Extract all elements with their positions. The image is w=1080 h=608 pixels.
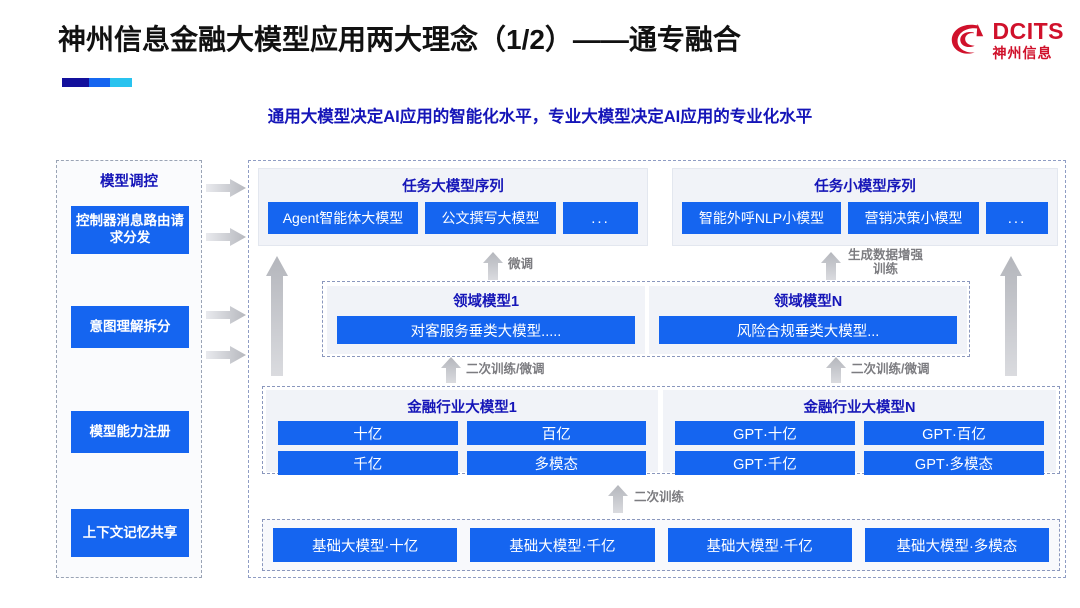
- panel-title-task-small: 任务小模型序列: [814, 179, 916, 195]
- chip-marketing-decision-small-model[interactable]: 营销决策小模型: [848, 202, 979, 234]
- page-title: 神州信息金融大模型应用两大理念（1/2）——通专融合: [58, 24, 741, 55]
- dcits-swirl-icon: [951, 23, 983, 54]
- arrow-label-data-aug-line1: 生成数据增强: [848, 248, 924, 262]
- chip-task-large-more[interactable]: ...: [563, 202, 638, 234]
- arrow-up-retrain-right-icon: [826, 357, 846, 383]
- sidebar-item-capability-registration[interactable]: 模型能力注册: [71, 411, 189, 453]
- sidebar-arrow-2-icon: [206, 228, 246, 246]
- sidebar-model-control: 模型调控 控制器消息路由请求分发 意图理解拆分 模型能力注册 上下文记忆共享: [56, 160, 202, 578]
- chip-industry1-hundred-billion[interactable]: 千亿: [278, 451, 458, 475]
- subtitle: 通用大模型决定AI应用的智能化水平，专业大模型决定AI应用的专业化水平: [267, 108, 813, 126]
- chip-base-hundred-billion-a[interactable]: 基础大模型·千亿: [470, 528, 655, 562]
- sidebar-title: 模型调控: [100, 174, 158, 190]
- chip-industryn-gpt-billion[interactable]: GPT·十亿: [675, 421, 855, 445]
- panel-task-small-model-sequence: 任务小模型序列 智能外呼NLP小模型 营销决策小模型 ...: [672, 168, 1058, 246]
- sidebar-arrow-3-icon: [206, 306, 246, 324]
- chip-document-writing-model[interactable]: 公文撰写大模型: [425, 202, 556, 234]
- logo-text-cn: 神州信息: [992, 45, 1053, 61]
- arrow-up-right-tall-icon: [1000, 256, 1022, 376]
- group-domain-models: 领域模型1 对客服务垂类大模型..... 领域模型N 风险合规垂类大模型...: [322, 281, 970, 357]
- main-architecture-frame: [248, 160, 1066, 578]
- chip-risk-compliance-vertical-model[interactable]: 风险合规垂类大模型...: [659, 316, 957, 344]
- arrow-up-data-augmentation-icon: [821, 252, 841, 280]
- sidebar-arrow-4-icon: [206, 346, 246, 364]
- sidebar-item-controller-routing[interactable]: 控制器消息路由请求分发: [71, 206, 189, 254]
- chip-base-billion[interactable]: 基础大模型·十亿: [273, 528, 458, 562]
- chip-industryn-gpt-hundred-billion[interactable]: GPT·千亿: [675, 451, 855, 475]
- title-accent-bar: [62, 78, 132, 87]
- chip-agent-large-model[interactable]: Agent智能体大模型: [268, 202, 418, 234]
- panel-task-large-model-sequence: 任务大模型序列 Agent智能体大模型 公文撰写大模型 ...: [258, 168, 648, 246]
- panel-domain-model-1: 领域模型1 对客服务垂类大模型.....: [327, 286, 645, 354]
- arrow-label-retrain-finetune-right: 二次训练/微调: [851, 362, 930, 376]
- chip-base-multimodal[interactable]: 基础大模型·多模态: [864, 528, 1049, 562]
- chip-base-hundred-billion-b[interactable]: 基础大模型·千亿: [667, 528, 852, 562]
- chip-outbound-nlp-small-model[interactable]: 智能外呼NLP小模型: [682, 202, 841, 234]
- arrow-up-finetune-icon: [483, 252, 503, 280]
- panel-title-domain-1: 领域模型1: [452, 294, 520, 310]
- chip-industryn-gpt-multimodal[interactable]: GPT·多模态: [864, 451, 1044, 475]
- panel-industry-model-1: 金融行业大模型1 十亿 百亿 千亿 多模态: [266, 390, 658, 475]
- arrow-label-data-aug-line2: 训练: [873, 262, 899, 277]
- chip-customer-service-vertical-model[interactable]: 对客服务垂类大模型.....: [337, 316, 635, 344]
- chip-industry1-billion[interactable]: 十亿: [278, 421, 458, 445]
- sidebar-item-intent-understanding[interactable]: 意图理解拆分: [71, 306, 189, 348]
- chip-industry1-ten-billion[interactable]: 百亿: [466, 421, 646, 445]
- panel-title-industry-1: 金融行业大模型1: [407, 400, 517, 416]
- arrow-up-retrain-icon: [608, 485, 628, 513]
- sidebar-arrow-1-icon: [206, 179, 246, 197]
- chip-industry1-multimodal[interactable]: 多模态: [466, 451, 646, 475]
- brand-logo: DCITS 神州信息: [949, 20, 1065, 60]
- panel-title-industry-n: 金融行业大模型N: [803, 400, 916, 416]
- panel-title-task-large: 任务大模型序列: [402, 179, 504, 195]
- arrow-label-data-augmentation: 生成数据增强 训练: [848, 248, 923, 277]
- arrow-label-retrain-finetune-left: 二次训练/微调: [466, 362, 545, 376]
- panel-domain-model-n: 领域模型N 风险合规垂类大模型...: [649, 286, 967, 354]
- panel-industry-model-n: 金融行业大模型N GPT·十亿 GPT·百亿 GPT·千亿 GPT·多模态: [663, 390, 1056, 475]
- arrow-up-retrain-left-icon: [441, 357, 461, 383]
- group-base-models: 基础大模型·十亿 基础大模型·千亿 基础大模型·千亿 基础大模型·多模态: [262, 519, 1060, 571]
- chip-industryn-gpt-ten-billion[interactable]: GPT·百亿: [864, 421, 1044, 445]
- logo-text-en: DCITS: [992, 18, 1064, 44]
- group-industry-models: 金融行业大模型1 十亿 百亿 千亿 多模态 金融行业大模型N GPT·十亿 GP…: [262, 386, 1060, 475]
- arrow-up-left-tall-icon: [266, 256, 288, 376]
- chip-task-small-more[interactable]: ...: [986, 202, 1048, 234]
- panel-title-domain-n: 领域模型N: [773, 294, 843, 310]
- arrow-label-retrain: 二次训练: [634, 490, 685, 504]
- sidebar-item-context-memory[interactable]: 上下文记忆共享: [71, 509, 189, 557]
- arrow-label-finetune: 微调: [508, 257, 534, 271]
